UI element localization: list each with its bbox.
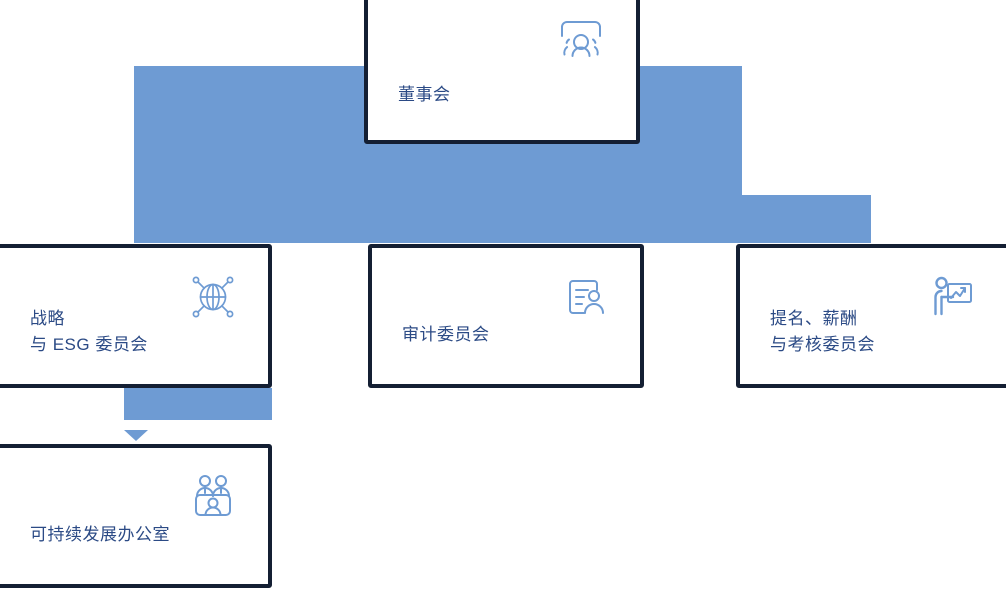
document-person-icon — [558, 270, 612, 324]
node-card-label: 可持续发展办公室 — [30, 525, 170, 544]
globe-network-icon — [186, 270, 240, 324]
person-presenting-chart-icon — [926, 270, 980, 324]
node-card-board[interactable]: 董事会 — [364, 0, 640, 144]
node-card-audit[interactable]: 审计委员会 — [368, 244, 644, 388]
node-card-nomination[interactable]: 提名、薪酬 与考核委员会 — [736, 244, 1006, 388]
node-card-label: 提名、薪酬 与考核委员会 — [770, 309, 875, 354]
node-card-strategy-esg[interactable]: 战略 与 ESG 委员会 — [0, 244, 272, 388]
node-card-label: 战略 与 ESG 委员会 — [30, 309, 148, 354]
card-surface — [0, 248, 268, 384]
card-surface — [368, 0, 636, 140]
three-people-panel-icon — [186, 470, 240, 524]
card-surface — [740, 248, 1006, 384]
node-card-label: 董事会 — [398, 85, 451, 104]
node-card-sustainability-office[interactable]: 可持续发展办公室 — [0, 444, 272, 588]
connector-stub-sustainability — [124, 388, 272, 420]
connector-arrowhead-down — [124, 430, 148, 441]
card-surface — [372, 248, 640, 384]
people-group-icon — [554, 14, 608, 68]
node-card-label: 审计委员会 — [402, 325, 490, 344]
